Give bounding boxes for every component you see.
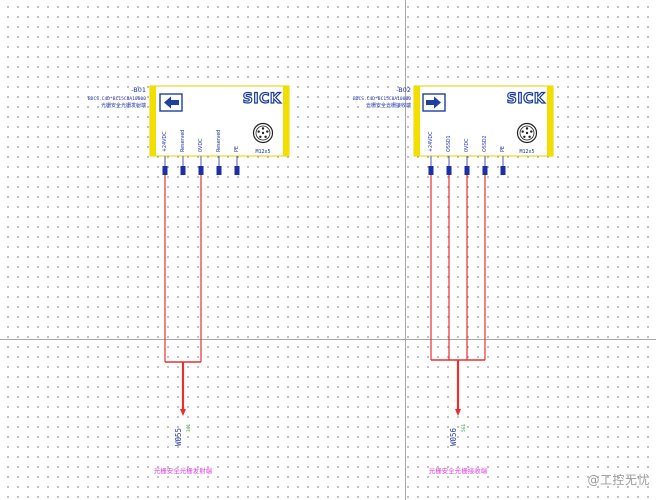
- pin-label-3: 0VDC: [464, 138, 470, 152]
- terminal-3[interactable]: [464, 166, 470, 175]
- vertical-guide-line: [405, 0, 406, 500]
- terminal-4[interactable]: [216, 166, 222, 175]
- sick-logo: SICK: [243, 91, 282, 107]
- horizontal-guide-line: [0, 339, 656, 340]
- cable-code: W055: [174, 428, 183, 446]
- sensor-left-stripe: [414, 86, 420, 156]
- terminal-2[interactable]: [180, 166, 186, 175]
- terminal-5[interactable]: [500, 166, 506, 175]
- cable-sub: 5G1: [461, 424, 467, 432]
- pin-label-4: OSSD2: [482, 135, 488, 152]
- cable-sub: 3G1: [186, 424, 192, 432]
- sensor-part-number: BDCS.C4D*BC15C0A10000: [88, 96, 146, 102]
- connector-label: M12x5: [519, 149, 534, 155]
- pin-label-4: Reserved: [216, 130, 222, 152]
- cable-caption: 光栅安全光栅发射端: [154, 466, 213, 475]
- terminal-2[interactable]: [446, 166, 452, 175]
- pin-label-2: Reserved: [180, 130, 186, 152]
- pin-label-3: 0VDC: [198, 138, 204, 152]
- sensor-left-stripe: [150, 86, 156, 156]
- watermark: @工控无忧: [587, 473, 650, 487]
- terminal-strip: [162, 156, 240, 175]
- sensor-tag: -B01: [131, 86, 146, 94]
- terminal-3[interactable]: [198, 166, 204, 175]
- m12-connector-icon: [516, 122, 538, 144]
- connector-label: M12x5: [255, 149, 270, 155]
- pin-label-1: +24VDC: [162, 131, 168, 152]
- terminal-1[interactable]: [162, 166, 168, 175]
- sensor-description: 光栅安全光栅发射端: [101, 102, 146, 109]
- sensor-receiver[interactable]: -B02 BDCS.C4D*BC15C0A10000 光栅安全光栅接收端 SIC…: [353, 85, 554, 175]
- sensor-tag: -B02: [396, 86, 411, 94]
- cable-arrow-icon: [180, 409, 186, 416]
- pin-label-2: OSSD1: [446, 135, 452, 152]
- sensor-description: 光栅安全光栅接收端: [366, 102, 411, 109]
- cable-label-receiver: W056 5G1: [449, 424, 467, 446]
- pin-label-1: +24VDC: [428, 131, 434, 152]
- pin-label-5: PE: [234, 146, 240, 152]
- wiring-receiver[interactable]: [430, 175, 486, 416]
- sensor-right-stripe: [283, 86, 289, 156]
- sick-logo: SICK: [507, 91, 546, 107]
- sensor-part-number: BDCS.C4D*BC15C0A10000: [353, 96, 411, 102]
- arrow-left-icon: [164, 96, 179, 109]
- cable-label-emitter: W055 3G1: [174, 424, 192, 446]
- terminal-1[interactable]: [428, 166, 434, 175]
- cable-code: W056: [449, 427, 458, 446]
- m12-connector-icon: [252, 122, 274, 144]
- cable-arrow-icon: [455, 409, 461, 416]
- cable-caption: 光栅安全光栅接收端: [429, 466, 488, 475]
- terminal-5[interactable]: [234, 166, 240, 175]
- pin-label-5: PE: [500, 146, 506, 152]
- terminal-strip: [428, 156, 506, 175]
- sensor-emitter[interactable]: -B01 BDCS.C4D*BC15C0A10000 光栅安全光栅发射端 SIC…: [88, 85, 290, 175]
- sensor-right-stripe: [547, 86, 553, 156]
- wiring-emitter[interactable]: [164, 175, 202, 416]
- arrow-right-icon: [426, 96, 441, 109]
- terminal-4[interactable]: [482, 166, 488, 175]
